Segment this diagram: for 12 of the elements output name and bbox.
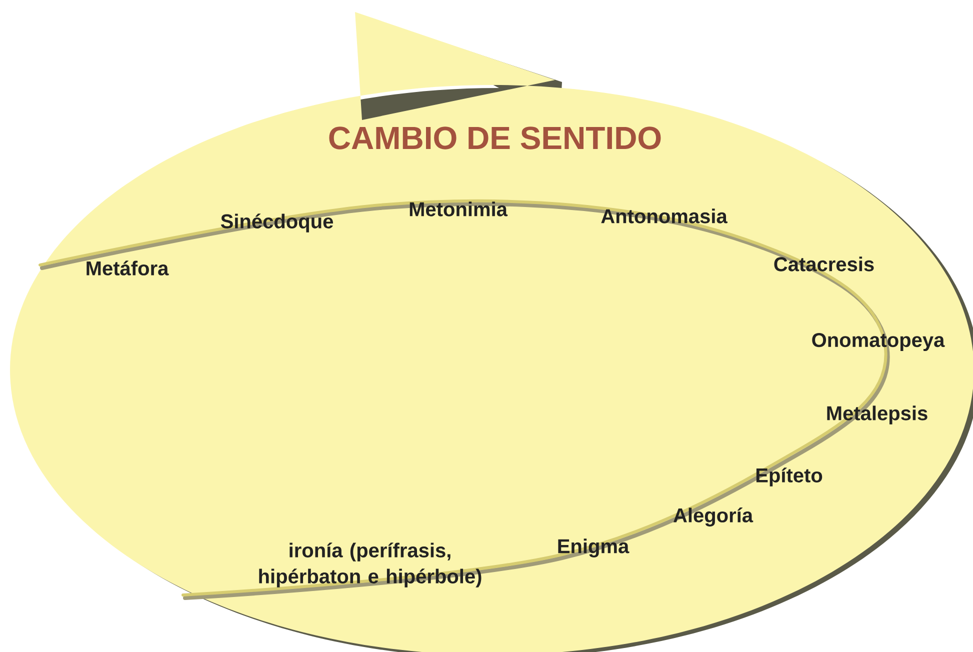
term-label: Metáfora (86, 260, 169, 276)
term-label: Onomatopeya (812, 332, 945, 352)
term-label: Catacresis (774, 256, 874, 272)
term-label: ironía (perífrasis, hipérbaton e hipérbole) (259, 542, 482, 588)
term-label: Epíteto (756, 468, 822, 486)
term-label: Alegoría (674, 508, 754, 526)
term-label: Enigma (558, 538, 630, 558)
term-label: Metalepsis (827, 406, 928, 424)
title: CAMBIO DE SENTIDO (329, 126, 661, 150)
term-label: Sinécdoque (220, 214, 334, 232)
term-label: Antonomasia (601, 208, 728, 224)
term-label: Metonimia (410, 202, 508, 216)
